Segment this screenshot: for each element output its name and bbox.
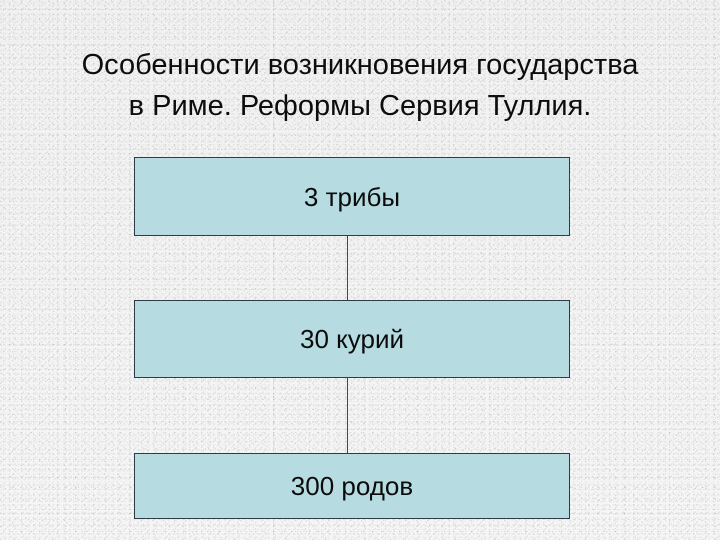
diagram-node-clans[interactable]: 300 родов <box>134 453 570 519</box>
slide-title: Особенности возникновения государства в … <box>81 49 639 123</box>
diagram-node-label: 300 родов <box>290 471 414 501</box>
diagram-node-label: 3 трибы <box>303 181 401 212</box>
connector-tribes-to-curiae <box>347 236 349 300</box>
diagram-node-label: 30 курий <box>299 324 405 354</box>
connector-curiae-to-clans <box>347 378 349 453</box>
diagram-node-tribes[interactable]: 3 трибы <box>134 157 570 236</box>
diagram-node-curiae[interactable]: 30 курий <box>134 300 570 378</box>
